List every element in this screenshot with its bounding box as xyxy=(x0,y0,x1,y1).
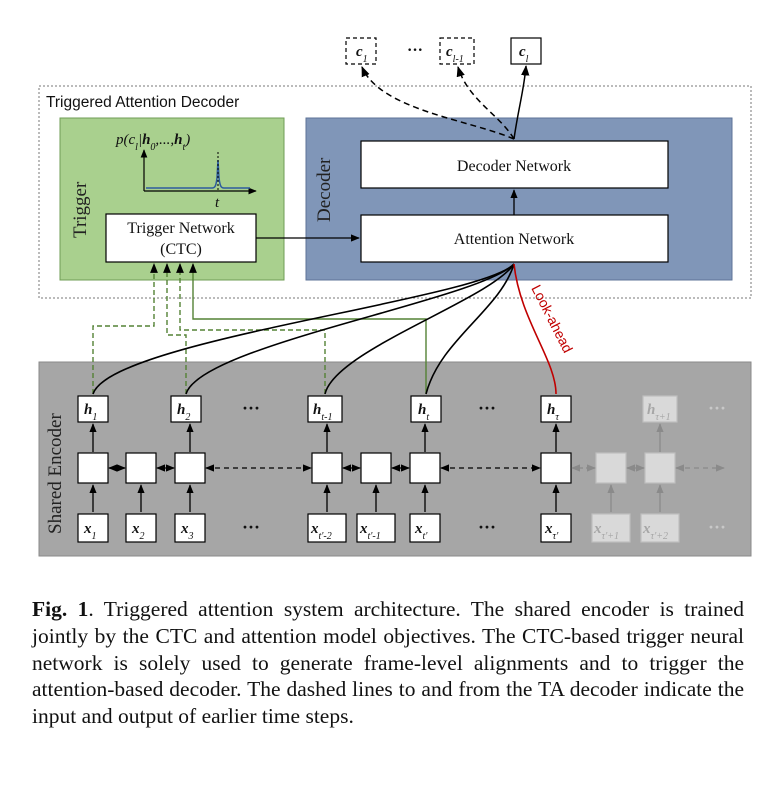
output-cl-1-box xyxy=(439,37,475,65)
svg-text:xt': xt' xyxy=(414,521,428,542)
output-c1-box xyxy=(345,37,377,65)
input-xt-1: xt'-1 xyxy=(356,513,396,543)
hidden-state-ht: ht xyxy=(410,395,442,423)
svg-text:h2: h2 xyxy=(177,402,190,423)
hidden-state-htau1: hτ+1 xyxy=(642,395,678,423)
attention-link-htau xyxy=(513,263,557,395)
svg-text:x1: x1 xyxy=(83,521,97,542)
hidden-state-h1: h1 xyxy=(77,395,109,423)
decoder-label: Decoder xyxy=(314,157,335,222)
hidden-state-h2: h2 xyxy=(170,395,202,423)
trigger-link-h2 xyxy=(163,263,187,394)
input-ellipsis-3: ··· xyxy=(708,517,726,537)
figure-caption: Fig. 1. Triggered attention system archi… xyxy=(32,596,744,730)
trigger-network-line2: (CTC) xyxy=(160,241,202,258)
trigger-prob-label: p(cl|h0,...,ht) xyxy=(115,132,190,153)
input-x2: x2 xyxy=(125,513,157,543)
figure-label: Fig. 1 xyxy=(32,597,89,621)
rnn-cell-row xyxy=(77,452,676,484)
output-cl-arrow xyxy=(513,64,530,140)
ta-decoder-title: Triggered Attention Decoder xyxy=(46,94,239,111)
hidden-ellipsis-3: ··· xyxy=(708,398,726,418)
trigger-time-label: t xyxy=(215,195,220,211)
hidden-state-htau: hτ xyxy=(540,395,572,423)
svg-text:h1: h1 xyxy=(84,402,97,423)
input-ellipsis-2: ··· xyxy=(478,517,496,537)
output-c1-dashed-arrow xyxy=(361,66,515,140)
input-xtau: xτ' xyxy=(540,513,572,543)
input-xt: xt' xyxy=(409,513,441,543)
decoder-network-text: Decoder Network xyxy=(457,158,571,175)
attention-network-box xyxy=(360,214,669,263)
cell-to-hidden-arrows xyxy=(89,423,560,452)
svg-text:xt'-2: xt'-2 xyxy=(310,521,332,542)
caption-text: . Triggered attention system architectur… xyxy=(32,597,744,729)
svg-text:ht-1: ht-1 xyxy=(313,402,332,423)
input-x1: x1 xyxy=(77,513,109,543)
output-ellipsis: ··· xyxy=(407,42,423,59)
svg-text:hτ+1: hτ+1 xyxy=(647,402,671,423)
svg-text:xτ'+2: xτ'+2 xyxy=(642,521,668,542)
trigger-link-h1 xyxy=(92,263,158,394)
decoder-network-box xyxy=(360,140,669,189)
svg-text:ht: ht xyxy=(418,402,429,423)
attention-link-ht xyxy=(425,263,515,395)
trigger-link-ht1 xyxy=(176,263,326,394)
hidden-ellipsis-1: ··· xyxy=(242,398,260,418)
input-to-cell-arrows xyxy=(89,484,560,512)
input-x3: x3 xyxy=(174,513,206,543)
hidden-ellipsis-2: ··· xyxy=(478,398,496,418)
input-xtau2: xτ'+2 xyxy=(640,513,680,543)
svg-text:x3: x3 xyxy=(180,521,194,542)
trigger-network-box xyxy=(105,213,257,263)
svg-text:x2: x2 xyxy=(131,521,145,542)
ta-decoder-box xyxy=(38,85,752,299)
svg-text:xτ'+1: xτ'+1 xyxy=(593,521,619,542)
input-to-cell-arrows-future xyxy=(607,484,664,512)
svg-text:hτ: hτ xyxy=(547,402,559,423)
input-ellipsis-1: ··· xyxy=(242,517,260,537)
attention-link-h2 xyxy=(185,263,515,395)
lookahead-label: Look-ahead xyxy=(528,282,576,355)
attention-link-h1 xyxy=(92,263,515,395)
architecture-diagram: Triggered Attention Decoder Trigger p(cl… xyxy=(38,37,752,557)
trigger-network-line1: Trigger Network xyxy=(127,220,234,237)
output-cl-label: cl xyxy=(519,44,529,65)
output-cl-box xyxy=(510,37,542,65)
encoder-label: Shared Encoder xyxy=(45,413,66,534)
trigger-label: Trigger xyxy=(70,181,91,238)
hidden-state-ht-1: ht-1 xyxy=(307,395,343,423)
attention-network-text: Attention Network xyxy=(454,231,574,248)
output-c1-label: c1 xyxy=(356,44,368,65)
input-xtau1: xτ'+1 xyxy=(591,513,631,543)
svg-text:xt'-1: xt'-1 xyxy=(359,521,381,542)
svg-text:xτ': xτ' xyxy=(544,521,559,542)
attention-link-ht1 xyxy=(324,263,515,395)
output-cl-1-label: cl-1 xyxy=(446,44,464,65)
input-xt-2: xt'-2 xyxy=(307,513,347,543)
output-cl-1-dashed-arrow xyxy=(456,65,515,140)
